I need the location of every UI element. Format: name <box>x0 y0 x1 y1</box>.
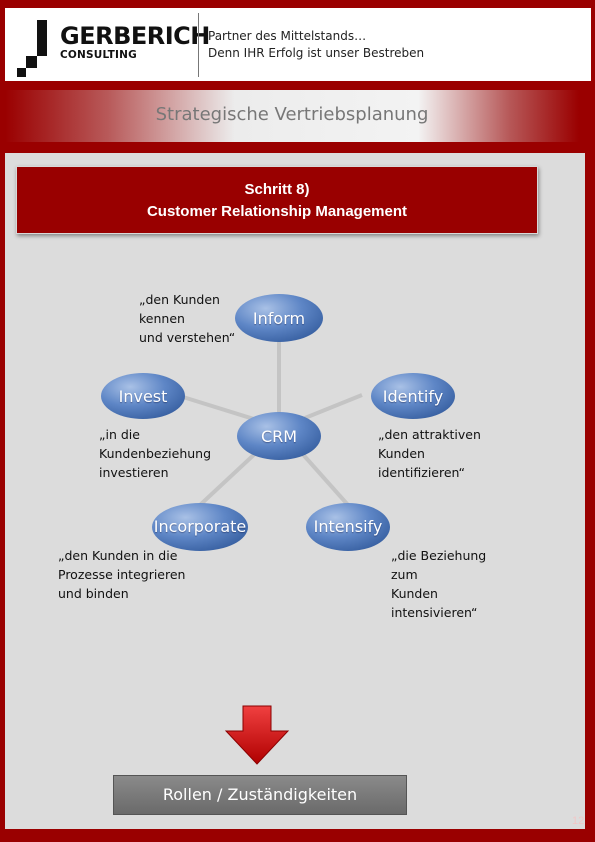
step-number: Schritt 8) <box>244 181 310 198</box>
description-line: Kundenbeziehung <box>99 446 212 461</box>
description-line: intensivieren“ <box>391 605 478 620</box>
page-number: 12 <box>572 815 585 827</box>
connector-incorporate <box>198 448 261 507</box>
step-title: Customer Relationship Management <box>146 203 408 220</box>
node-label-crm: CRM <box>260 427 298 446</box>
section-title: Strategische Vertriebsplanung <box>155 104 429 125</box>
description-line: zum <box>391 567 418 582</box>
step-heading-box: Schritt 8) Customer Relationship Managem… <box>16 166 538 234</box>
logo-mark <box>37 20 47 56</box>
logo-mark <box>26 56 37 68</box>
description-line: und verstehen“ <box>139 330 236 345</box>
section-banner: Strategische Vertriebsplanung <box>5 90 579 142</box>
logo-mark <box>17 68 26 77</box>
header-divider <box>198 13 199 77</box>
description-line: Prozesse integrieren <box>58 567 186 582</box>
connector-invest <box>182 395 258 422</box>
description-line: und binden <box>58 586 129 601</box>
node-incorporate <box>152 503 248 551</box>
description-incorporate: „den Kunden in die Prozesse integrieren … <box>58 546 185 603</box>
node-label-intensify: Intensify <box>313 517 383 536</box>
connector-intensify <box>297 448 350 507</box>
description-line: Kunden <box>378 446 425 461</box>
down-arrow-icon <box>224 705 290 765</box>
description-line: „in die <box>99 427 140 442</box>
description-line: Kunden <box>391 586 438 601</box>
node-label-incorporate: Incorporate <box>153 517 247 536</box>
node-invest <box>101 373 185 419</box>
logo-subtitle: CONSULTING <box>60 49 137 61</box>
node-inform <box>235 294 323 342</box>
description-line: identifizieren“ <box>378 465 466 480</box>
description-line: „den attraktiven <box>378 427 481 442</box>
company-logo: GERBERICH CONSULTING <box>13 20 210 80</box>
description-line: „den Kunden in die <box>58 548 178 563</box>
node-identify <box>371 373 455 419</box>
node-crm <box>237 412 321 460</box>
tagline-line: Denn IHR Erfolg ist unser Bestreben <box>208 46 425 60</box>
description-intensify: „die Beziehung zum Kunden intensivieren“ <box>391 546 486 622</box>
logo-name: GERBERICH <box>60 22 210 50</box>
node-label-invest: Invest <box>118 387 168 406</box>
page-header: GERBERICH CONSULTING Partner des Mittels… <box>5 8 591 81</box>
description-line: „den Kunden <box>139 292 220 307</box>
content-panel <box>5 153 585 829</box>
tagline-line: Partner des Mittelstands… <box>208 29 367 43</box>
node-label-identify: Identify <box>382 387 444 406</box>
connector-identify <box>299 393 363 422</box>
description-inform: „den Kunden kennen und verstehen“ <box>139 290 235 347</box>
roles-button: Rollen / Zuständigkeiten <box>113 775 407 815</box>
description-line: „die Beziehung <box>391 548 487 563</box>
node-intensify <box>306 503 390 551</box>
description-invest: „in die Kundenbeziehung investieren <box>99 425 211 482</box>
description-line: investieren <box>99 465 169 480</box>
description-identify: „den attraktiven Kunden identifizieren“ <box>378 425 481 482</box>
roles-label: Rollen / Zuständigkeiten <box>162 785 358 804</box>
node-label-inform: Inform <box>252 309 306 328</box>
tagline: Partner des Mittelstands… Denn IHR Erfol… <box>208 28 424 62</box>
description-line: kennen <box>139 311 185 326</box>
